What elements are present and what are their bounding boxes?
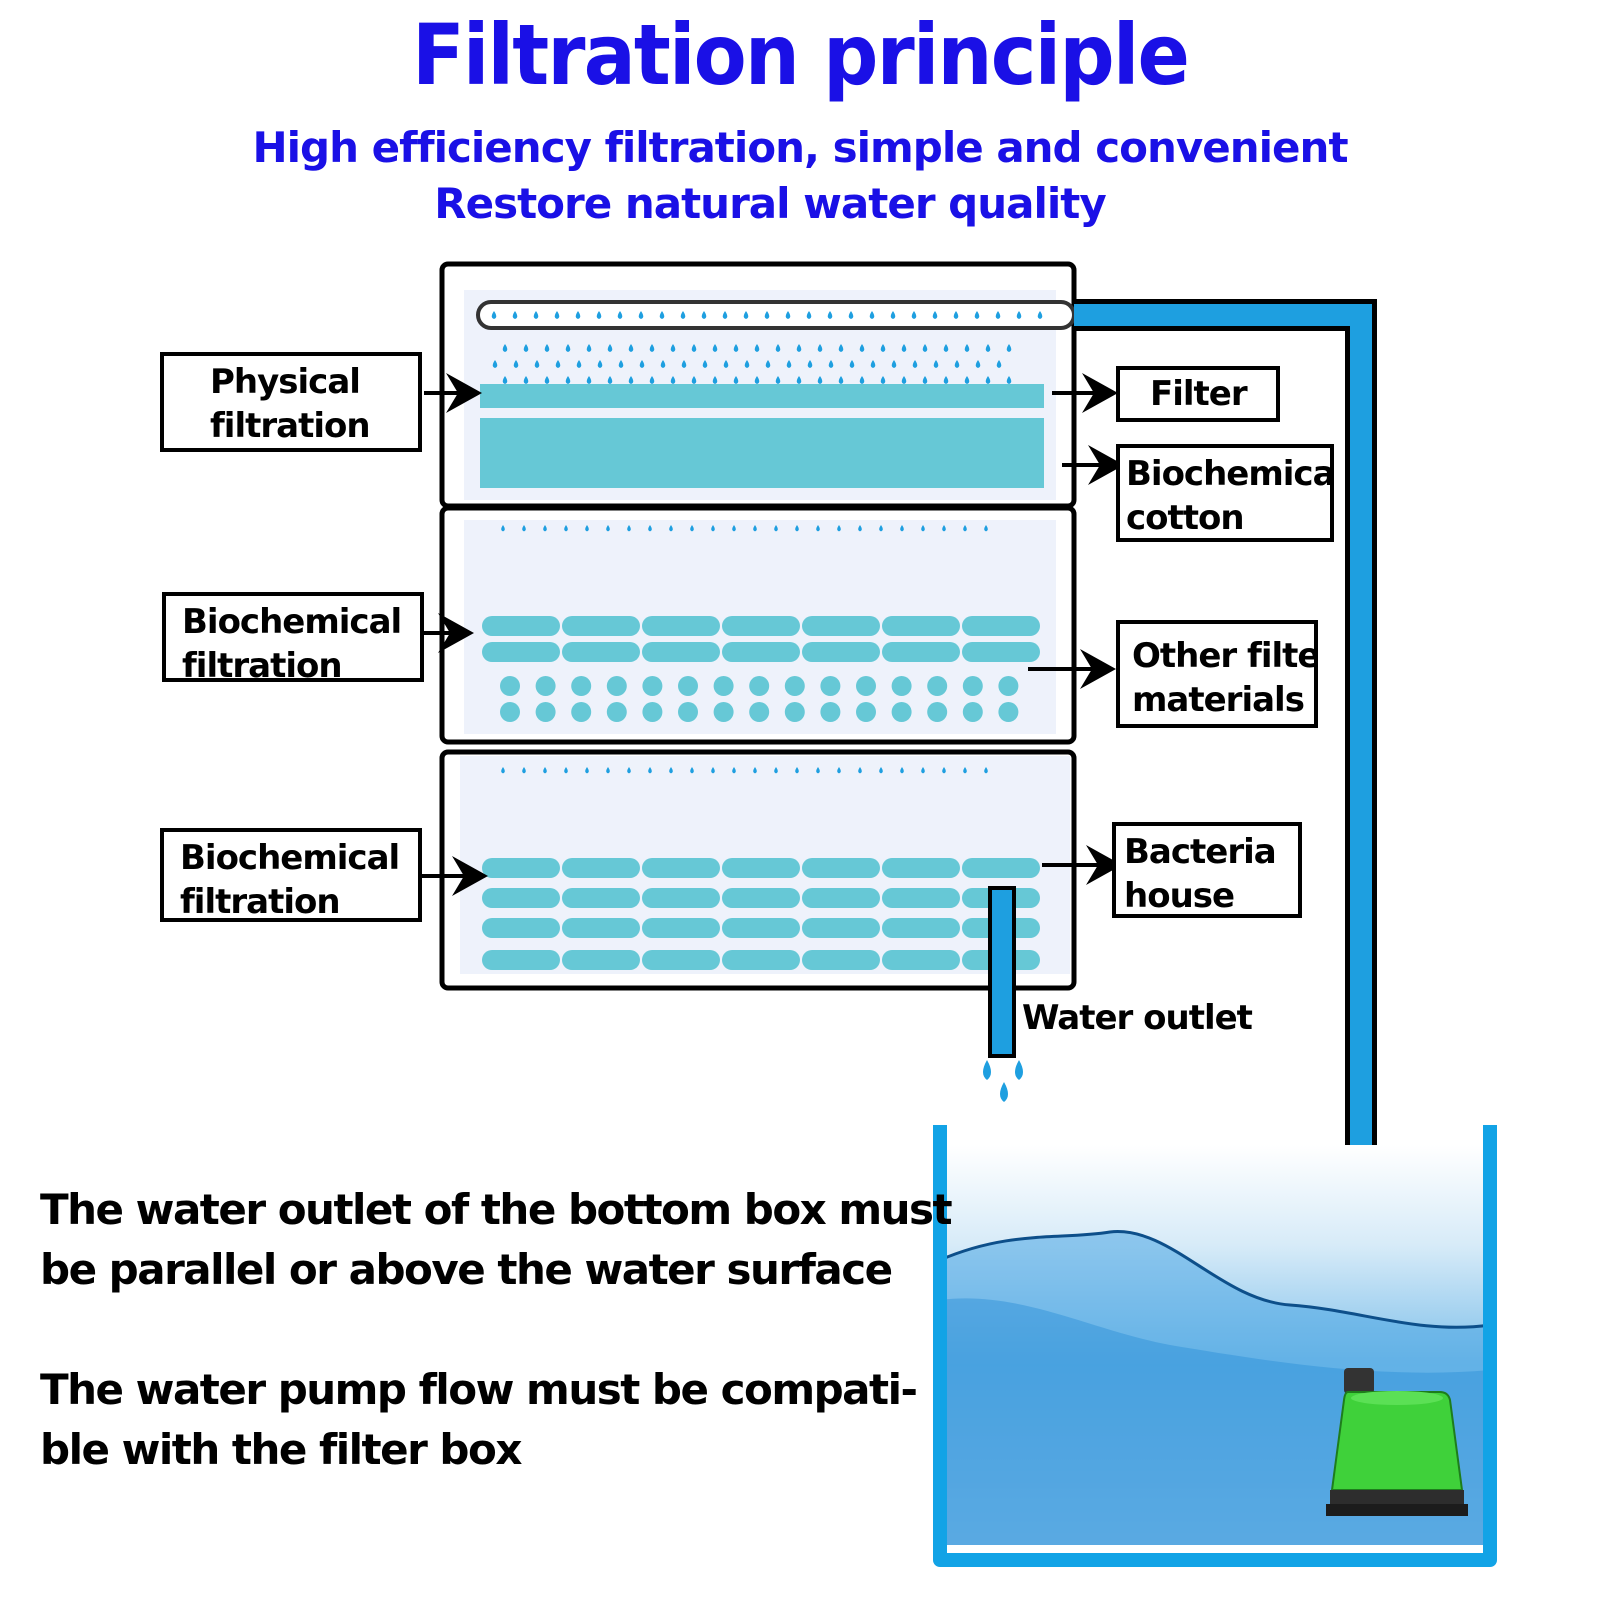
subtitle-line-1: High efficiency filtration, simple and c… bbox=[252, 123, 1348, 172]
page-title: Filtration principle bbox=[411, 6, 1190, 104]
water-drop-icon bbox=[983, 1060, 1023, 1102]
note-pump-flow: The water pump flow must be compati- ble… bbox=[40, 1365, 918, 1474]
water-drops-middle bbox=[501, 525, 988, 532]
note-water-outlet: The water outlet of the bottom box must … bbox=[40, 1185, 953, 1294]
filter-sponge bbox=[480, 384, 1044, 408]
label-bacteria-house: Bacteria house bbox=[1112, 822, 1302, 918]
label-filter: Filter bbox=[1116, 366, 1280, 422]
label-water-outlet: Water outlet bbox=[1022, 998, 1253, 1038]
outlet-pipe bbox=[988, 886, 1016, 1058]
bacteria-house-media bbox=[482, 858, 1040, 970]
label-biochemical-filtration-bottom: Biochemical filtration bbox=[160, 828, 422, 922]
label-other-filter-materials: Other filter materials bbox=[1116, 620, 1318, 728]
label-biochemical-cotton: Biochemical cotton bbox=[1116, 444, 1334, 542]
label-biochemical-filtration-middle: Biochemical filtration bbox=[162, 592, 424, 682]
spray-bar bbox=[476, 300, 1076, 330]
arrow-right-icon bbox=[420, 373, 1124, 896]
label-physical-filtration: Physical filtration bbox=[160, 352, 422, 452]
subtitle-line-2: Restore natural water quality bbox=[434, 179, 1106, 228]
filter-materials-middle bbox=[482, 616, 1040, 722]
water-drops-bottom bbox=[501, 767, 988, 774]
water-pump-icon bbox=[1326, 1368, 1468, 1516]
biochemical-cotton-layer bbox=[480, 418, 1044, 488]
water-drops-top bbox=[491, 311, 1043, 384]
